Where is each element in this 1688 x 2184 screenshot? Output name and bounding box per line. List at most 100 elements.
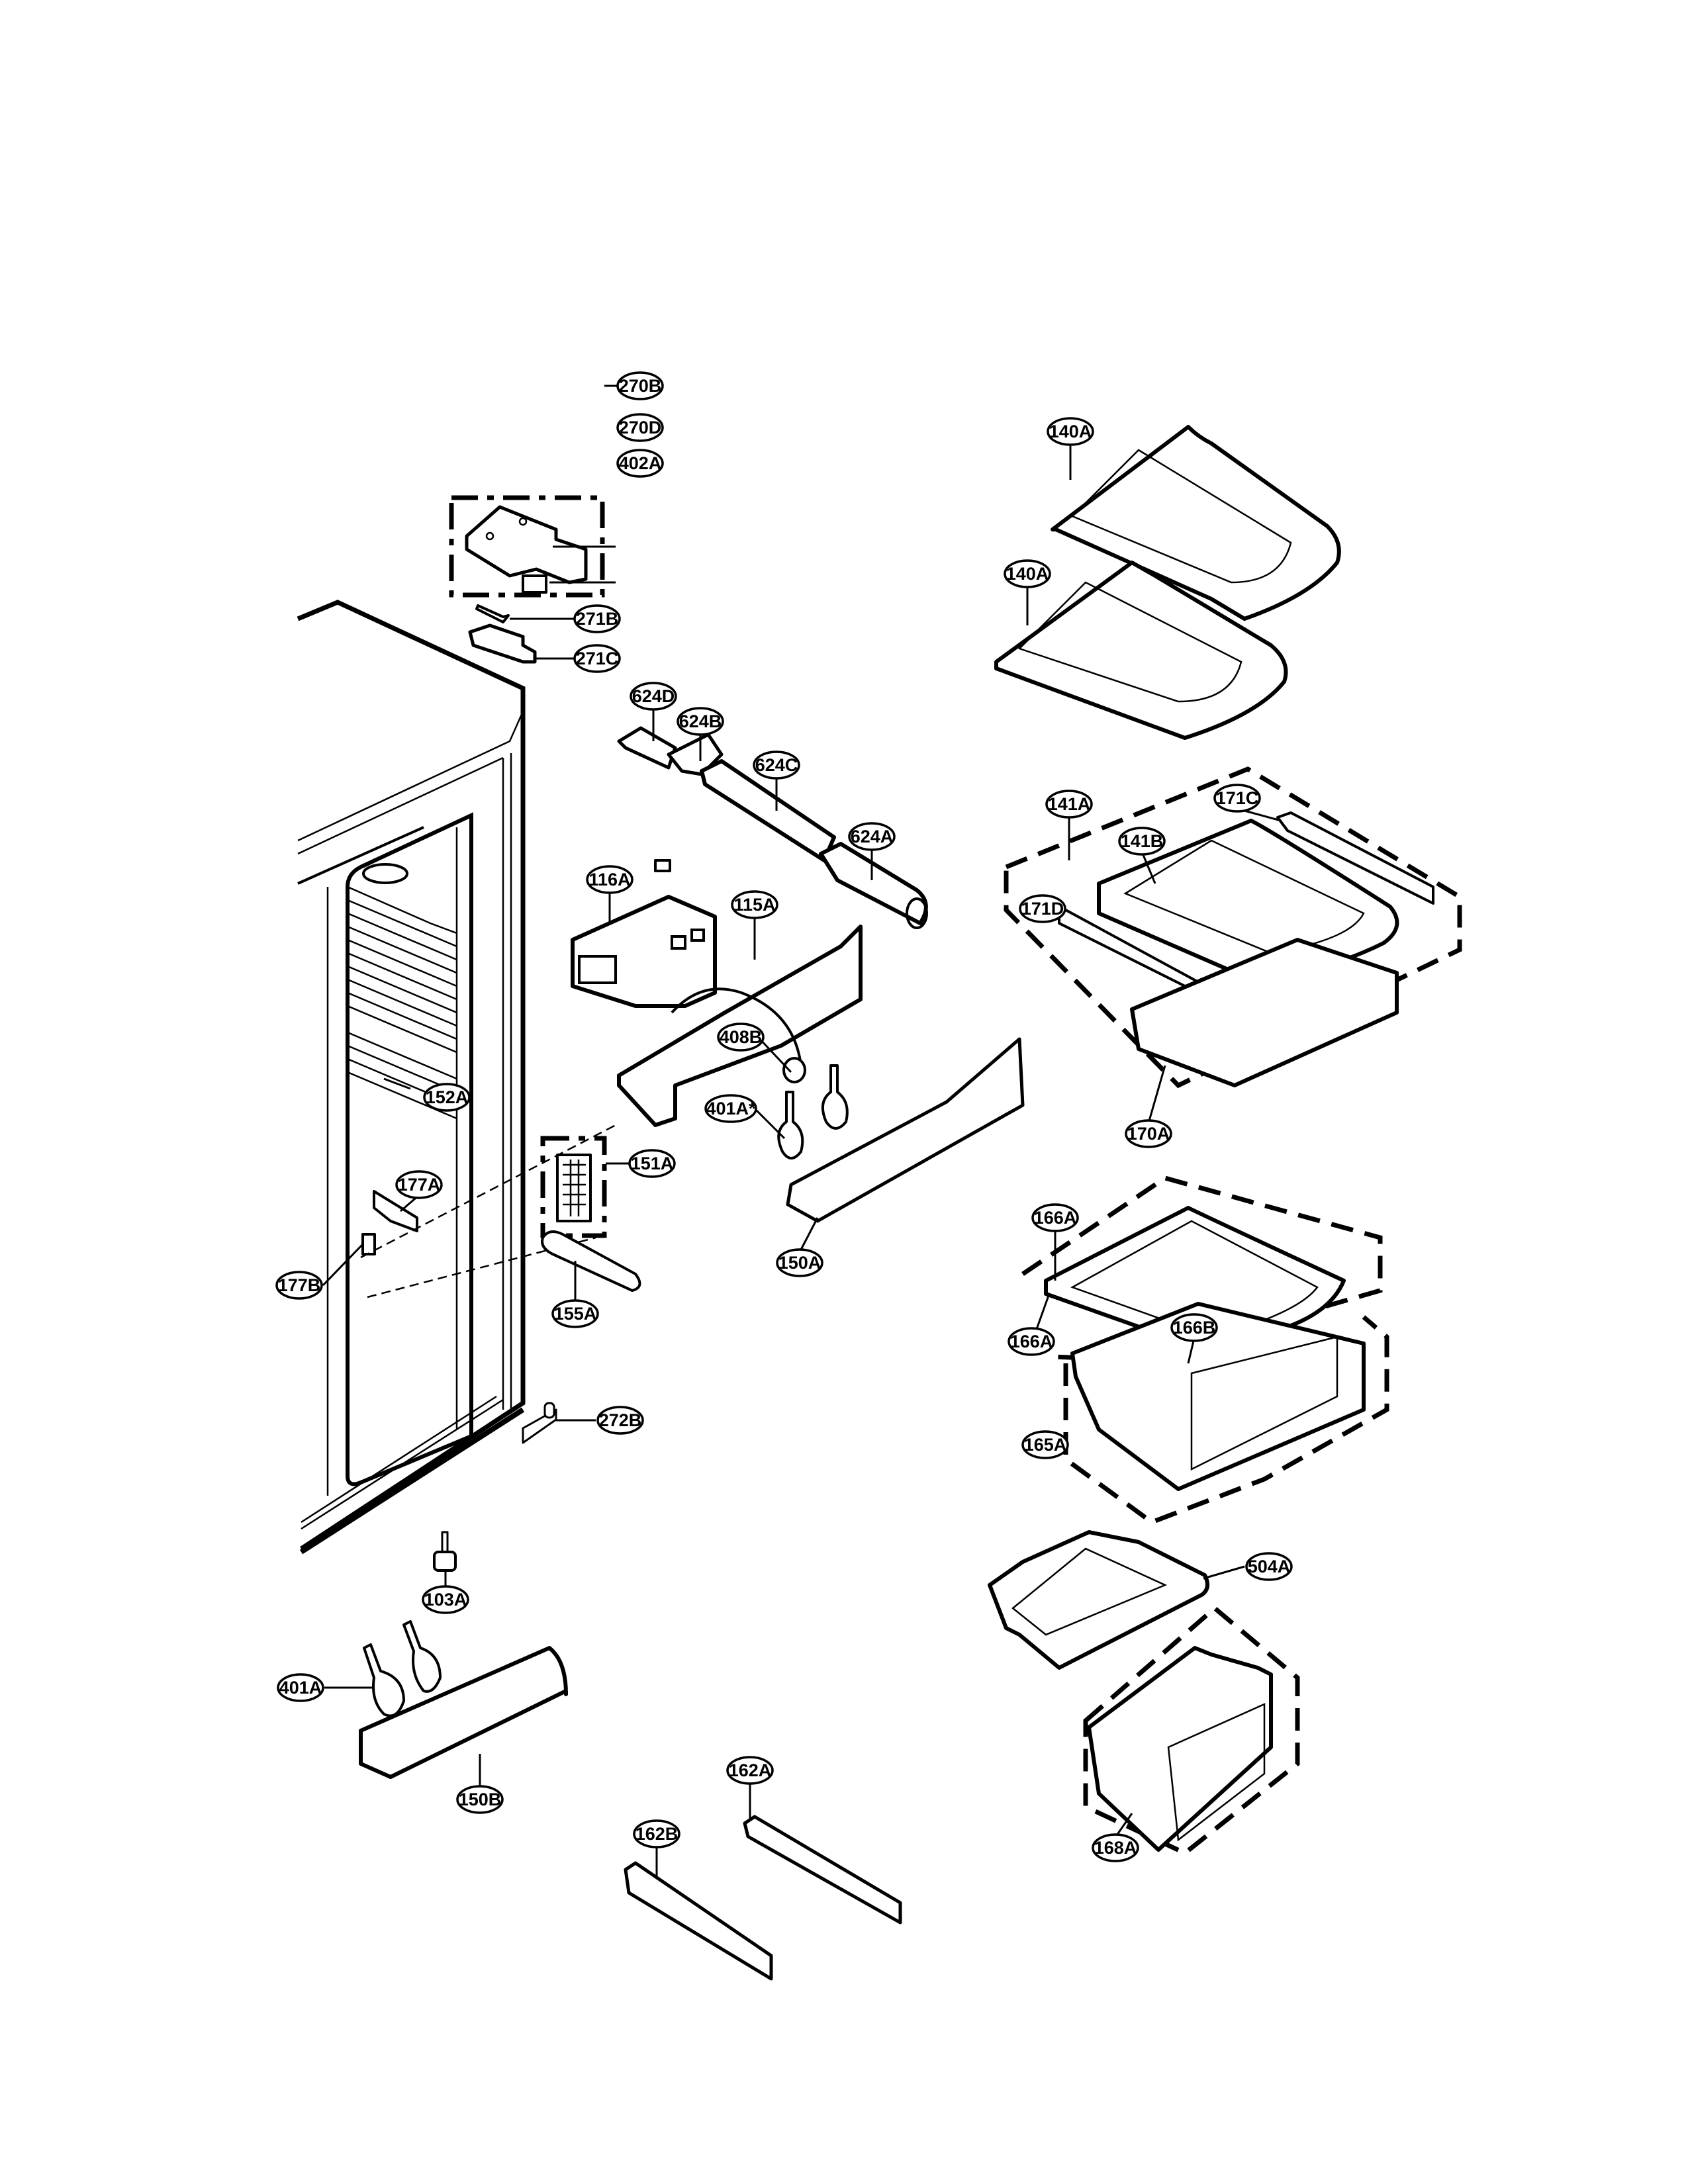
- callout-624b[interactable]: 624B: [677, 707, 724, 736]
- callout-label: 140A: [1006, 564, 1049, 584]
- callout-141a[interactable]: 141A: [1045, 790, 1093, 819]
- callout-label: 141A: [1048, 794, 1091, 814]
- callout-label: 401A*: [706, 1099, 756, 1118]
- cabinet-door-bins: [347, 886, 457, 1120]
- callout-label: 408B: [720, 1027, 763, 1047]
- shelf-assembly-141a: [1004, 766, 1462, 1089]
- bin-assembly-168a: [1083, 1605, 1300, 1856]
- callout-label: 171D: [1021, 899, 1064, 919]
- callout-272b[interactable]: 272B: [596, 1406, 644, 1435]
- leader-lines: [322, 385, 1282, 1876]
- callout-504a[interactable]: 504A: [1245, 1552, 1293, 1581]
- callout-165a[interactable]: 165A: [1021, 1430, 1069, 1459]
- callout-label: 624C: [755, 755, 798, 775]
- callout-label: 155A: [554, 1304, 597, 1324]
- callout-label: 162A: [729, 1760, 772, 1780]
- callout-label: 116A: [588, 870, 630, 889]
- callout-label: 271B: [576, 609, 619, 629]
- leveling-leg-103a: [433, 1531, 457, 1572]
- callout-168a[interactable]: 168A: [1092, 1833, 1139, 1862]
- callout-171d[interactable]: 171D: [1019, 894, 1066, 923]
- callout-171c[interactable]: 171C: [1213, 784, 1261, 813]
- callout-label: 271C: [576, 649, 619, 668]
- callout-label: 270B: [619, 376, 662, 396]
- callout-label: 624B: [679, 711, 722, 731]
- callout-label: 150A: [778, 1253, 821, 1273]
- callout-402a[interactable]: 402A: [616, 449, 664, 478]
- callout-116a[interactable]: 116A: [586, 865, 633, 894]
- callout-115a[interactable]: 115A: [731, 890, 778, 919]
- callout-label: 166B: [1173, 1318, 1216, 1338]
- callout-166a-upper[interactable]: 166A: [1031, 1203, 1079, 1232]
- callout-151a[interactable]: 151A: [628, 1149, 676, 1178]
- water-filter-assembly: [617, 726, 928, 929]
- dispenser-tray-504a: [988, 1530, 1209, 1670]
- callout-624d[interactable]: 624D: [630, 682, 677, 711]
- callout-141b[interactable]: 141B: [1118, 827, 1166, 856]
- callout-label: 170A: [1127, 1124, 1170, 1144]
- callout-624a[interactable]: 624A: [848, 822, 896, 851]
- callout-166b[interactable]: 166B: [1170, 1313, 1218, 1342]
- handle-155a: [541, 1230, 641, 1292]
- callout-label: 177B: [278, 1275, 321, 1295]
- callout-label: 140A: [1049, 422, 1092, 441]
- callout-label: 162B: [635, 1824, 679, 1844]
- rails: [624, 1815, 902, 1981]
- light-bulbs-lower: [363, 1620, 442, 1717]
- callout-label: 166A: [1010, 1332, 1053, 1351]
- crisper-assembly-166a: [1021, 1175, 1389, 1525]
- socket-408b: [782, 1057, 806, 1083]
- callout-401a[interactable]: 401A: [277, 1673, 324, 1702]
- callout-label: 150B: [459, 1790, 502, 1809]
- callout-408b[interactable]: 408B: [717, 1023, 765, 1052]
- shelf-140a-upper: [1051, 425, 1341, 621]
- callout-label: 270D: [619, 418, 662, 437]
- control-box-assembly: [449, 495, 605, 664]
- callout-162a[interactable]: 162A: [726, 1756, 774, 1785]
- callout-label: 151A: [631, 1154, 674, 1173]
- callout-label: 166A: [1034, 1208, 1077, 1228]
- callout-label: 504A: [1248, 1557, 1291, 1576]
- callout-140a-lower[interactable]: 140A: [1004, 559, 1051, 588]
- callout-166a-lower[interactable]: 166A: [1008, 1327, 1055, 1356]
- hook-177b: [361, 1233, 376, 1255]
- callout-label: 624D: [632, 686, 675, 706]
- lamp-cover-150a: [786, 1037, 1025, 1223]
- callout-177b[interactable]: 177B: [275, 1271, 323, 1300]
- callout-label: 152A: [426, 1087, 469, 1107]
- callout-271c[interactable]: 271C: [573, 644, 621, 673]
- callout-label: 272B: [599, 1410, 642, 1430]
- callout-270d[interactable]: 270D: [616, 413, 664, 442]
- callout-140a-upper[interactable]: 140A: [1047, 417, 1094, 446]
- callout-170a[interactable]: 170A: [1125, 1119, 1172, 1148]
- callout-label: 165A: [1024, 1435, 1067, 1455]
- callout-150b[interactable]: 150B: [456, 1785, 504, 1814]
- callout-177a[interactable]: 177A: [395, 1170, 443, 1199]
- callout-150a[interactable]: 150A: [776, 1248, 823, 1277]
- callout-401a-star[interactable]: 401A*: [704, 1094, 757, 1123]
- air-filter-151a: [540, 1136, 607, 1238]
- hinge-272b: [522, 1402, 557, 1444]
- ice-maker-parts: [571, 859, 863, 1127]
- callout-270b[interactable]: 270B: [616, 371, 664, 400]
- callout-103a[interactable]: 103A: [422, 1585, 469, 1614]
- lamp-cover-150b: [359, 1646, 568, 1779]
- callout-162b[interactable]: 162B: [633, 1819, 680, 1848]
- callout-label: 402A: [619, 453, 662, 473]
- callout-label: 103A: [424, 1590, 467, 1610]
- refrigerator-cabinet: [297, 600, 616, 1555]
- callout-label: 168A: [1094, 1838, 1137, 1858]
- callout-152a[interactable]: 152A: [423, 1083, 471, 1112]
- shelf-140a-lower: [994, 561, 1288, 740]
- callout-label: 177A: [398, 1175, 441, 1195]
- callout-155a[interactable]: 155A: [551, 1299, 599, 1328]
- callout-label: 141B: [1121, 831, 1164, 851]
- callout-label: 115A: [733, 895, 775, 915]
- bracket-177a: [373, 1190, 418, 1232]
- callout-label: 171C: [1216, 788, 1259, 808]
- logo-badge-152a: [362, 863, 408, 884]
- callout-624c[interactable]: 624C: [753, 751, 800, 780]
- callout-271b[interactable]: 271B: [573, 604, 621, 633]
- callout-label: 624A: [851, 827, 894, 846]
